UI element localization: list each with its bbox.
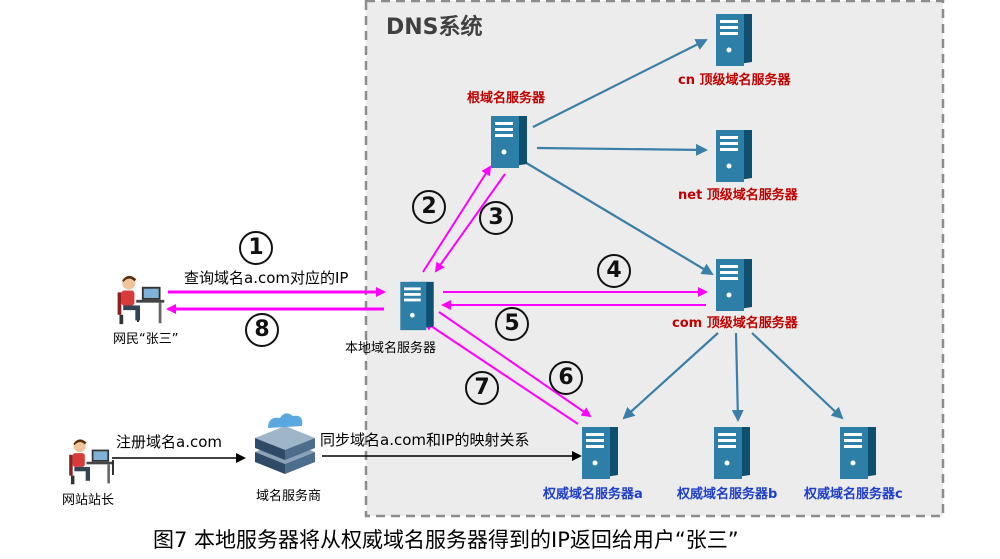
figure-caption: 图7 本地服务器将从权威域名服务器得到的IP返回给用户“张三” (153, 528, 739, 552)
step-6-badge: 6 (549, 361, 583, 395)
step-5-badge: 5 (495, 307, 529, 341)
webmaster-label: 网站站长 (62, 493, 115, 508)
query-arrows (166, 165, 708, 425)
arrow-step-7 (423, 320, 579, 425)
step-2-badge: 2 (412, 190, 446, 224)
com-server-label: com 顶级域名服务器 (672, 316, 798, 331)
root-server-icon (491, 116, 527, 168)
auth-c-server-icon (840, 427, 876, 479)
arrow-root-to-cn (532, 39, 708, 128)
auth-b-server-label: 权威域名服务器b (677, 487, 778, 502)
arrow-step-2 (422, 165, 492, 273)
step-3-badge: 3 (479, 201, 513, 235)
com-server-icon (716, 259, 752, 311)
arrow-com-to-auth-b (731, 332, 744, 422)
tree-arrows (517, 39, 844, 422)
registrar-label: 域名服务商 (256, 489, 322, 504)
step-4-badge: 4 (597, 254, 631, 288)
auth-a-server-label: 权威域名服务器a (543, 487, 643, 502)
step-7-badge: 7 (465, 371, 499, 405)
arrow-com-to-auth-c (751, 332, 844, 420)
step-1-badge: 1 (239, 231, 273, 265)
registrar-icon (255, 413, 315, 474)
query-message: 查询域名a.com对应的IP (184, 269, 349, 287)
root-server-label: 根域名服务器 (467, 91, 546, 106)
dns-system-label: DNS系统 (386, 15, 483, 40)
register-message: 注册域名a.com (116, 433, 222, 451)
user-person-icon (117, 275, 165, 325)
local-server-label: 本地域名服务器 (345, 341, 437, 356)
local-server-icon (400, 281, 434, 331)
arrow-root-to-net (536, 143, 708, 156)
net-server-icon (716, 130, 752, 182)
arrow-step-6 (438, 311, 592, 418)
net-server-label: net 顶级域名服务器 (678, 188, 798, 203)
cn-server-icon (716, 14, 752, 66)
sync-message: 同步域名a.com和IP的映射关系 (320, 431, 530, 449)
webmaster-person-icon (69, 439, 113, 485)
arrow-step-3 (434, 173, 506, 273)
arrow-com-to-auth-a (622, 332, 719, 420)
arrow-root-to-com (517, 157, 714, 276)
auth-b-server-icon (714, 427, 750, 479)
step-8-badge: 8 (245, 313, 279, 347)
cn-server-label: cn 顶级域名服务器 (678, 73, 791, 88)
auth-a-server-icon (582, 427, 618, 479)
user-label: 网民“张三” (113, 332, 179, 347)
auth-c-server-label: 权威域名服务器c (804, 487, 903, 502)
